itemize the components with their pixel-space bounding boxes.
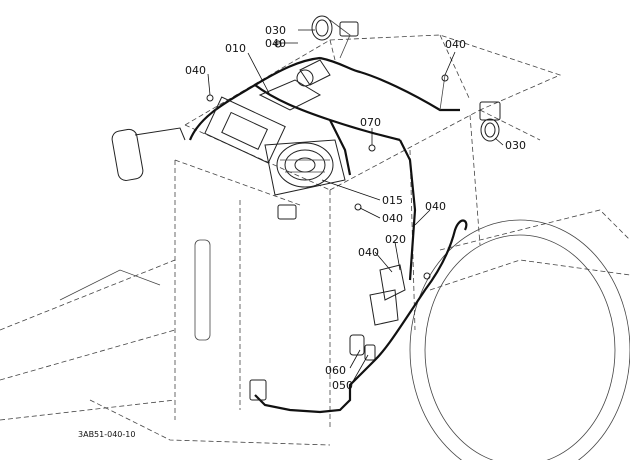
- callout-015: 015: [382, 194, 403, 207]
- callout-040-right: 040: [425, 200, 446, 213]
- figure-reference: 3AB51-040-10: [78, 430, 135, 439]
- blower-015: [264, 139, 346, 196]
- pillar-harness: [249, 219, 468, 414]
- work-lamp-right: [479, 101, 501, 142]
- callout-040-top-center: 040: [265, 37, 286, 50]
- work-lamp-front: [277, 204, 297, 220]
- callout-040-lower: 040: [358, 246, 379, 259]
- callout-070: 070: [360, 116, 381, 129]
- work-lamp-top: [311, 15, 359, 41]
- roof-unit-010: [204, 59, 331, 164]
- cab-outline: [174, 34, 562, 430]
- callout-040-mid: 040: [382, 212, 403, 225]
- callout-020: 020: [385, 233, 406, 246]
- left-mirror: [111, 127, 186, 181]
- rear-tire: [409, 209, 630, 460]
- callout-010: 010: [225, 42, 246, 55]
- callout-050: 050: [332, 379, 353, 392]
- leader-lines: [207, 29, 504, 384]
- callout-030-top: 030: [265, 24, 286, 37]
- callout-040-top-right: 040: [445, 38, 466, 51]
- hood: [0, 239, 331, 446]
- callout-040-left: 040: [185, 64, 206, 77]
- callout-060: 060: [325, 364, 346, 377]
- callout-030-right: 030: [505, 139, 526, 152]
- roof-harness: [188, 19, 460, 281]
